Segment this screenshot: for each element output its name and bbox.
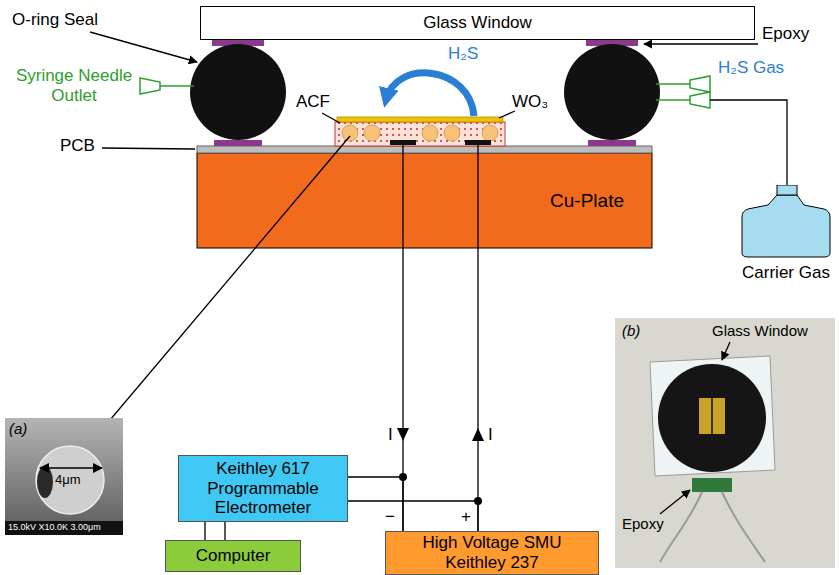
leader-line <box>722 342 730 360</box>
box-text: Computer <box>196 546 271 566</box>
polarity-label: − <box>385 507 395 527</box>
device-photo <box>615 318 835 568</box>
conductive-particles <box>342 125 498 141</box>
junction-dot <box>399 473 407 481</box>
leader-line <box>90 32 197 62</box>
wire <box>402 144 403 531</box>
glass-window-box: Glass Window <box>200 6 755 40</box>
dimension-arrow <box>40 467 102 469</box>
inset-label: (a) <box>9 420 27 437</box>
inlet-needle <box>656 99 690 101</box>
leader-line <box>322 113 340 123</box>
dimension-label: 4μm <box>55 473 81 488</box>
photo-gap <box>711 398 713 434</box>
leader-line <box>499 111 515 118</box>
pcb-strip <box>197 146 652 153</box>
inlet-hub <box>690 76 710 92</box>
o-ring <box>564 44 660 140</box>
gas-flow-arrow <box>386 73 474 116</box>
box-text: Carrier Gas <box>742 263 830 283</box>
sem-image <box>5 418 123 535</box>
leader-line <box>660 490 690 514</box>
leader-line <box>102 148 195 149</box>
leader-line <box>88 136 350 446</box>
box-text: Cu-Plate <box>550 190 624 212</box>
gas-label: H₂S Gas <box>718 58 784 78</box>
part-label: Syringe Needle Outlet <box>15 66 133 105</box>
bottle-shape <box>738 185 834 259</box>
current-label: I <box>388 425 393 445</box>
wire <box>477 144 478 531</box>
photo-o-ring <box>658 364 766 472</box>
sem-info: 15.0kV X10.0K 3.00μm <box>8 522 101 532</box>
photo-wires <box>660 492 765 562</box>
polarity-label: + <box>461 507 471 527</box>
junction-dot <box>474 497 482 505</box>
needle-hub <box>140 78 160 94</box>
part-label: O-ring Seal <box>12 10 98 30</box>
wire-connector <box>348 477 478 531</box>
leader-line <box>644 43 758 44</box>
sem-info-bar <box>5 521 123 535</box>
epoxy-pad <box>588 140 636 146</box>
part-label: WO₃ <box>512 92 548 112</box>
part-label: ACF <box>296 92 330 112</box>
smu-box: High Voltage SMU Keithley 237 <box>385 531 599 575</box>
sem-particle <box>36 446 104 514</box>
current-arrow <box>472 428 484 441</box>
current-label: I <box>488 425 493 445</box>
wo3-film <box>337 117 503 122</box>
carrier-gas-bottle: Carrier Gas <box>738 185 834 285</box>
current-arrow <box>397 428 409 441</box>
photo-glass <box>650 356 775 476</box>
acf-dots <box>335 122 505 146</box>
box-text: High Voltage SMU Keithley 237 <box>392 533 592 572</box>
cu-plate-body <box>197 153 652 248</box>
inlet-needle <box>656 83 690 85</box>
photo-electrodes <box>699 398 725 434</box>
epoxy-pad <box>214 140 262 146</box>
bottle-body <box>742 195 830 257</box>
inset-label: (b) <box>622 322 640 339</box>
computer-box: Computer <box>165 540 301 572</box>
acf-layer <box>335 122 505 146</box>
gas-label: H₂S <box>448 44 478 64</box>
photo-label: Glass Window <box>712 322 808 339</box>
box-text: Keithley 617 Programmable Electrometer <box>185 459 341 518</box>
box-text: Glass Window <box>423 13 532 33</box>
needle <box>160 85 194 87</box>
cu-plate-box: Cu-Plate <box>197 153 652 248</box>
part-label: PCB <box>60 136 95 156</box>
photo-label: Epoxy <box>622 515 664 532</box>
inlet-hub <box>690 92 710 108</box>
photo-pcb <box>692 478 732 492</box>
o-ring <box>190 44 286 140</box>
wire-connector <box>205 522 225 540</box>
electrometer-box: Keithley 617 Programmable Electrometer <box>178 455 348 522</box>
bottle-neck <box>777 185 797 195</box>
part-label: Epoxy <box>762 24 809 44</box>
sem-shadow <box>37 466 53 498</box>
gas-tube <box>710 100 787 185</box>
